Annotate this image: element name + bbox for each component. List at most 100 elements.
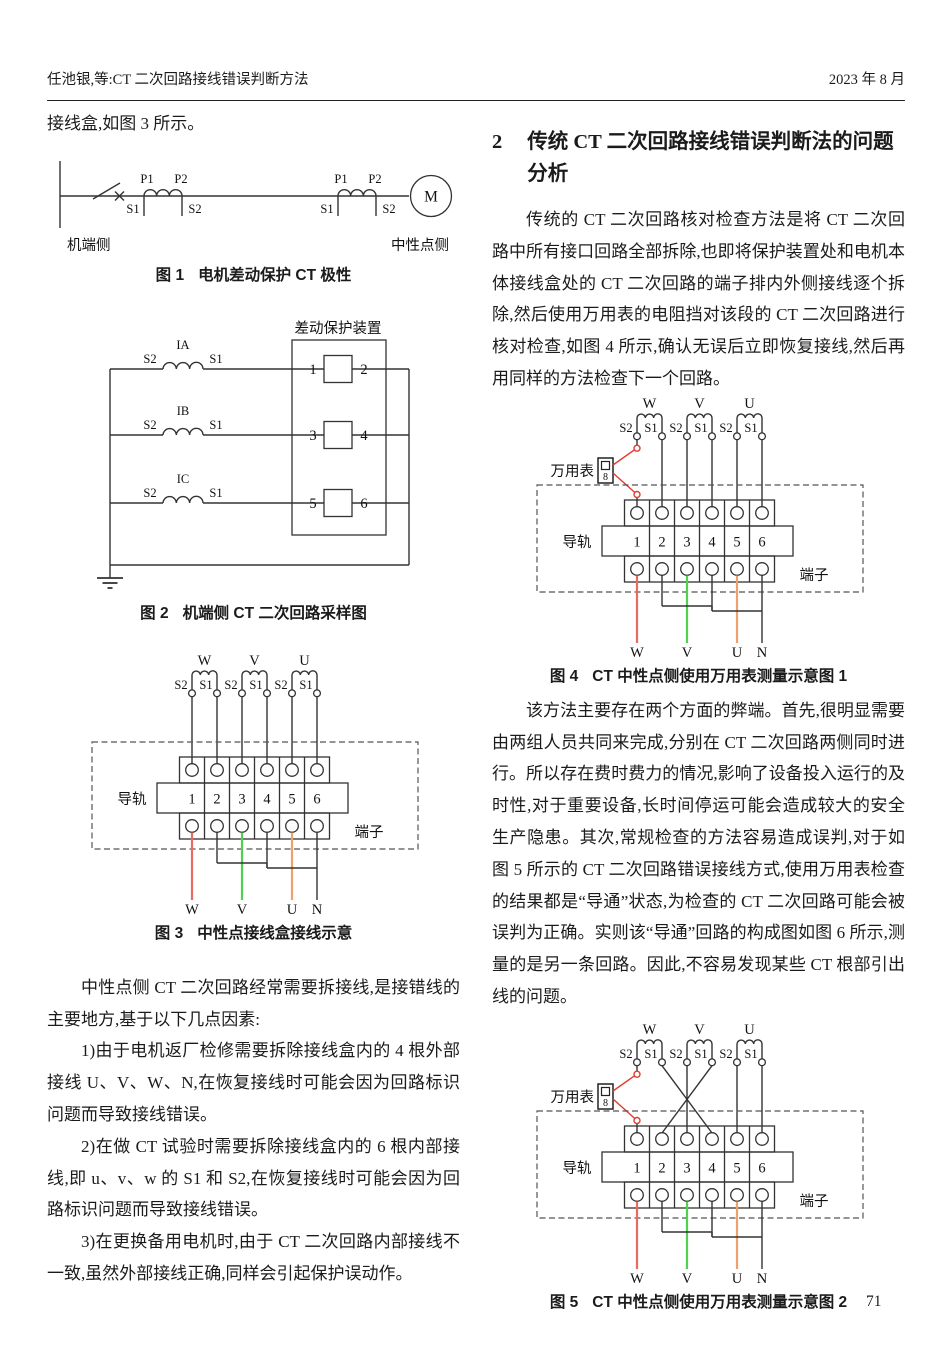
svg-text:5: 5 <box>309 496 316 512</box>
figure3-diagram: W V U S2 S1 S2 S1 S2 S1 <box>91 653 419 918</box>
s1-label: S1 <box>320 202 333 216</box>
svg-text:S2: S2 <box>143 486 156 500</box>
svg-text:S1: S1 <box>744 421 757 435</box>
p2-label: P2 <box>174 172 187 186</box>
svg-text:S1: S1 <box>744 1047 757 1061</box>
svg-text:W: W <box>643 1022 657 1038</box>
svg-text:2: 2 <box>360 362 367 378</box>
svg-text:S1: S1 <box>199 678 212 692</box>
outgoing-wires: W V U N <box>630 1201 768 1287</box>
terminal-label: 端子 <box>800 567 829 584</box>
svg-text:3: 3 <box>683 1160 690 1176</box>
svg-text:W: W <box>643 396 657 412</box>
svg-text:6: 6 <box>360 496 367 512</box>
svg-text:4: 4 <box>708 1160 716 1176</box>
svg-text:S1: S1 <box>249 678 262 692</box>
svg-text:S2: S2 <box>619 1047 632 1061</box>
svg-text:S1: S1 <box>209 352 222 366</box>
svg-text:N: N <box>757 645 768 661</box>
ct-to-terminal-wires <box>636 439 763 507</box>
motor-symbol: M <box>409 174 453 217</box>
p1-label: P1 <box>334 172 347 186</box>
neutral-side-label: 中性点侧 <box>391 237 449 254</box>
probe-point-bottom <box>633 490 641 498</box>
protection-device-label: 差动保护装置 <box>295 320 382 337</box>
svg-text:S2: S2 <box>274 678 287 692</box>
ct-to-terminal-wires <box>191 696 318 764</box>
breaker-switch <box>92 182 125 201</box>
svg-text:S1: S1 <box>299 678 312 692</box>
svg-text:S2: S2 <box>669 421 682 435</box>
svg-text:V: V <box>237 902 248 918</box>
svg-text:U: U <box>744 1022 755 1038</box>
svg-text:S2: S2 <box>669 1047 682 1061</box>
svg-text:S1: S1 <box>644 421 657 435</box>
coil-ic-label: IC <box>177 472 190 486</box>
svg-text:3: 3 <box>238 791 245 807</box>
figure-3: W V U S2 S1 S2 S1 S2 S1 <box>47 652 460 944</box>
s2-label: S2 <box>188 202 201 216</box>
ct-coils: W V U S2 S1 S2 S1 S2 S1 <box>174 653 322 698</box>
svg-text:6: 6 <box>313 791 320 807</box>
svg-text:S1: S1 <box>209 486 222 500</box>
right-column: 2 传统 CT 二次回路接线错误判断法的问题分析 传统的 CT 二次回路核对检查… <box>492 108 905 1313</box>
ct-neutral-side: P1 P2 S1 S2 <box>320 172 396 216</box>
figure2-diagram: 差动保护装置 S2 <box>97 320 410 589</box>
svg-text:S2: S2 <box>619 421 632 435</box>
paragraph: 该方法主要存在两个方面的弊端。首先,很明显需要由两组人员共同来完成,分别在 CT… <box>492 700 905 1006</box>
svg-text:3: 3 <box>309 428 316 444</box>
figure1-diagram: P1 P2 S1 S2 P1 P2 S1 S2 M <box>59 160 453 254</box>
ct-to-terminal-wires-crossed <box>636 1065 763 1134</box>
rail-label: 导轨 <box>563 534 592 551</box>
s2-label: S2 <box>382 202 395 216</box>
paragraph: 1)由于电机返厂检修需要拆除接线盒内的 4 根外部接线 U、V、W、N,在恢复接… <box>47 1041 460 1124</box>
svg-text:S2: S2 <box>719 421 732 435</box>
ct-coils: W V U S2 S1 S2 S1 S2 S1 <box>619 396 767 441</box>
svg-text:2: 2 <box>213 791 220 807</box>
svg-text:S1: S1 <box>694 1047 707 1061</box>
paragraph: 3)在更换备用电机时,由于 CT 二次回路内部接线不一致,虽然外部接线正确,同样… <box>47 1232 460 1283</box>
svg-text:W: W <box>630 1271 644 1287</box>
figure-4: W V U S2 S1 S2 S1 S2 S1 <box>492 395 905 687</box>
multimeter-label: 万用表 <box>551 463 595 480</box>
paragraph: 2)在做 CT 试验时需要拆除接线盒内的 6 根内部接线,即 u、v、w 的 S… <box>47 1136 460 1220</box>
s1-label: S1 <box>126 202 139 216</box>
svg-text:4: 4 <box>263 791 271 807</box>
svg-text:1: 1 <box>309 362 316 378</box>
multimeter: 万用表 8 <box>551 444 641 498</box>
phase-b-row: S2 IB S1 3 4 <box>110 404 409 449</box>
outgoing-wires: W V U N <box>630 575 768 661</box>
svg-text:4: 4 <box>360 428 368 444</box>
left-body: 中性点侧 CT 二次回路经常需要拆接线,是接错线的主要地方,基于以下几点因素: … <box>47 972 460 1290</box>
intro-line: 接线盒,如图 3 所示。 <box>47 114 205 133</box>
svg-text:3: 3 <box>683 534 690 550</box>
left-column: 接线盒,如图 3 所示。 P1 P2 <box>47 108 460 1290</box>
svg-text:W: W <box>630 645 644 661</box>
primary-line <box>59 160 409 228</box>
svg-text:6: 6 <box>758 534 765 550</box>
svg-text:1: 1 <box>633 1160 640 1176</box>
figure-1: P1 P2 S1 S2 P1 P2 S1 S2 M <box>47 148 460 286</box>
terminal-strip: 1 2 3 4 5 6 导轨 端子 <box>563 499 829 584</box>
protection-device-box <box>291 339 387 536</box>
phase-c-row: S2 IC S1 5 6 <box>110 472 409 517</box>
multimeter: 万用表 8 <box>551 1070 641 1124</box>
section-title: 传统 CT 二次回路接线错误判断法的问题分析 <box>527 131 894 185</box>
svg-text:U: U <box>299 653 310 669</box>
paragraph: 中性点侧 CT 二次回路经常需要拆接线,是接错线的主要地方,基于以下几点因素: <box>47 977 460 1029</box>
svg-text:V: V <box>682 1271 693 1287</box>
svg-text:S2: S2 <box>143 418 156 432</box>
multimeter-label: 万用表 <box>551 1089 595 1106</box>
terminal-label: 端子 <box>355 824 384 841</box>
svg-text:S1: S1 <box>209 418 222 432</box>
svg-text:8: 8 <box>603 1098 608 1109</box>
svg-text:S1: S1 <box>694 421 707 435</box>
rail-label: 导轨 <box>563 1160 592 1177</box>
section-number: 2 <box>492 131 503 153</box>
coil-ib-label: IB <box>177 404 190 418</box>
svg-text:8: 8 <box>603 472 608 483</box>
